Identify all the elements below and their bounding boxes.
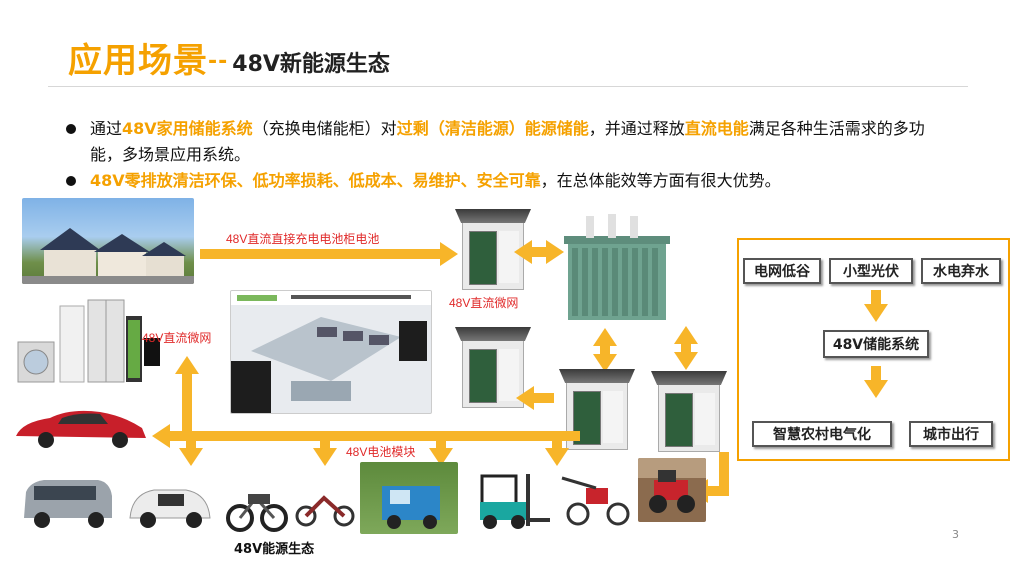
source-hydro-surplus: 水电弃水 xyxy=(921,258,1001,284)
title-dash: -- xyxy=(208,49,228,74)
label-dc-grid-center: 48V直流微网 xyxy=(449,294,518,311)
arrow-head xyxy=(545,448,569,466)
arrow-up-to-appliances xyxy=(182,372,192,432)
source-grid-valley: 电网低谷 xyxy=(743,258,821,284)
label-dc-grid-left: 48V直流微网 xyxy=(142,329,211,346)
system-48v-storage: 48V储能系统 xyxy=(823,330,929,358)
source-small-pv: 小型光伏 xyxy=(829,258,913,284)
appliances-image xyxy=(16,298,160,386)
title-divider xyxy=(48,86,968,87)
arrow-down-right xyxy=(719,452,729,486)
battery-cabinet-4 xyxy=(658,384,720,452)
e-scooter-image xyxy=(294,484,356,528)
arrow-head xyxy=(674,352,698,370)
page-number: 3 xyxy=(952,528,959,541)
arrow-head xyxy=(313,448,337,466)
battery-cabinet-2 xyxy=(462,340,524,408)
forklift-image xyxy=(462,468,552,532)
arrow-bend-right xyxy=(706,486,729,496)
street-sweeper-image xyxy=(360,462,458,534)
arrow-head xyxy=(179,448,203,466)
minivan-image xyxy=(20,474,116,530)
arrow-head xyxy=(864,304,888,322)
title-main: 应用场景 xyxy=(68,33,208,82)
arrow-to-cabinet xyxy=(200,249,442,259)
arrow-bus-battery-module xyxy=(168,431,580,441)
dc-ecosystem-infographic xyxy=(230,290,432,414)
arrow-cabinet2-cabinet3 xyxy=(532,393,554,403)
bullet-item-1: 通过48V家用储能系统（充换电储能柜）对过剩（清洁能源）能源储能，并通过释放直流… xyxy=(72,116,952,168)
footer-caption: 48V能源生态 xyxy=(234,538,314,557)
arrow-head xyxy=(440,242,458,266)
use-urban-mobility: 城市出行 xyxy=(909,421,993,447)
bullet-item-2: 48V零排放清洁环保、低功率损耗、低成本、易维护、安全可靠，在总体能效等方面有很… xyxy=(72,168,952,194)
smart-car-image xyxy=(124,478,216,530)
motorcycle-image xyxy=(226,478,288,534)
use-smart-rural: 智慧农村电气化 xyxy=(752,421,892,447)
label-direct-charge: 48V直流直接充电电池柜电池 xyxy=(226,230,379,247)
tiller-image xyxy=(556,474,634,528)
transformer-image xyxy=(558,210,676,328)
arrow-head xyxy=(864,380,888,398)
label-battery-module: 48V电池模块 xyxy=(346,443,415,460)
bullet-list: 通过48V家用储能系统（充换电储能柜）对过剩（清洁能源）能源储能，并通过释放直流… xyxy=(72,116,952,194)
title-sub: 48V新能源生态 xyxy=(232,46,390,78)
car-image xyxy=(12,404,150,450)
tractor-field-image xyxy=(638,458,706,522)
slide-title: 应用场景 -- 48V新能源生态 xyxy=(68,38,390,82)
houses-solar-image xyxy=(22,198,194,284)
